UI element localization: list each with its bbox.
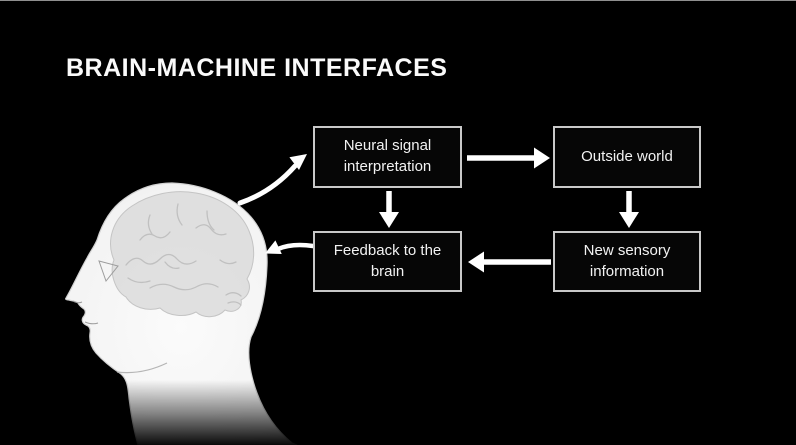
node-feedback-to-the-brain: Feedback to the brain (313, 231, 462, 292)
node-label: Outside world (581, 147, 673, 165)
slide-title: BRAIN-MACHINE INTERFACES (66, 54, 448, 82)
jaw-crease-line (116, 362, 168, 374)
arrow-head-to-neural (237, 154, 307, 206)
arrow-neural-to-outside (467, 147, 550, 169)
brain-sulci-lines (125, 203, 242, 306)
node-new-sensory-information: New sensory information (553, 231, 701, 292)
arrow-feedback-to-head (265, 240, 316, 254)
arrow-sensory-to-feedback (468, 251, 551, 273)
node-outside-world: Outside world (553, 126, 701, 188)
arrow-neural-to-feedback (379, 191, 399, 228)
face-feature-lines (72, 260, 168, 374)
node-neural-signal-interpretation: Neural signal interpretation (313, 126, 462, 188)
arrow-outside-to-sensory (619, 191, 639, 228)
nostril-line (72, 300, 83, 304)
eye-outline (98, 260, 119, 283)
brain-illustration (110, 191, 255, 318)
neck-fade-overlay (50, 380, 320, 445)
head-profile-illustration (50, 182, 320, 445)
flow-arrows (237, 147, 639, 273)
mouth-line (84, 321, 99, 325)
top-edge-highlight (0, 0, 796, 1)
node-label: Feedback to the brain (333, 241, 442, 280)
node-label: New sensory information (583, 241, 671, 280)
node-label: Neural signal interpretation (343, 137, 432, 175)
